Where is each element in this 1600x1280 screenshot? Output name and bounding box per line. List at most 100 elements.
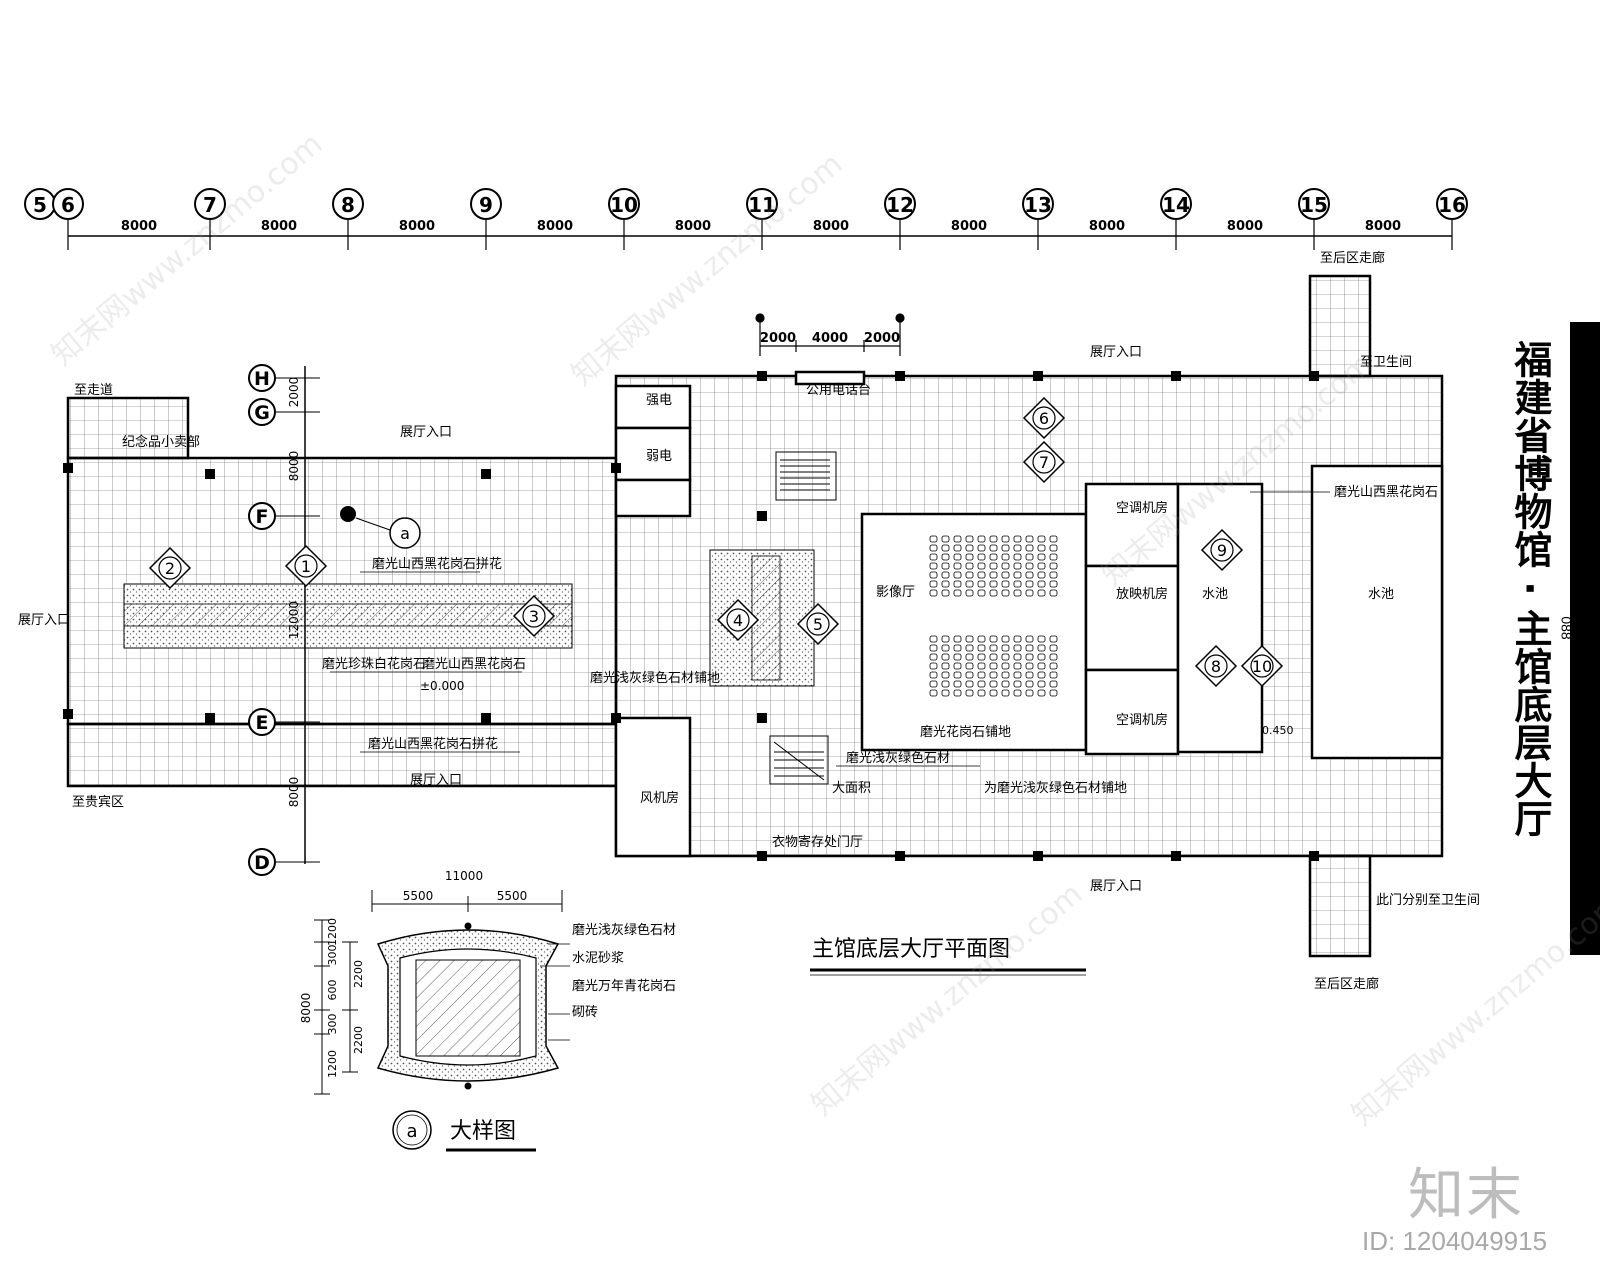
stair-north bbox=[775, 451, 837, 501]
svg-text:H: H bbox=[254, 368, 270, 390]
label-entrance-bottom-right: 展厅入口 bbox=[1090, 879, 1142, 894]
weak-power-room bbox=[614, 426, 692, 482]
svg-text:16: 16 bbox=[1438, 193, 1466, 217]
cinema-seat bbox=[1037, 562, 1046, 570]
label-projector: 放映机房 bbox=[1116, 586, 1168, 602]
label-cinema: 影像厅 bbox=[876, 585, 915, 600]
cinema-seat bbox=[965, 689, 974, 697]
svg-text:9: 9 bbox=[1217, 541, 1227, 560]
cinema-seat bbox=[1001, 580, 1010, 588]
row-axis-E: E bbox=[248, 708, 276, 736]
cinema-seat bbox=[1001, 644, 1010, 652]
cinema-seat bbox=[1025, 571, 1034, 579]
cinema-seat bbox=[1025, 553, 1034, 561]
cinema-seat bbox=[989, 544, 998, 552]
structural-column bbox=[895, 851, 905, 861]
label-cloakroom: 衣物寄存处门厅 bbox=[772, 834, 863, 850]
cinema-seat bbox=[929, 571, 938, 579]
column-axis-14: 14 bbox=[1160, 188, 1192, 250]
cinema-seat bbox=[1025, 580, 1034, 588]
cinema-seat bbox=[1049, 553, 1058, 561]
cinema-seat bbox=[1025, 535, 1034, 543]
cinema-seat bbox=[941, 653, 950, 661]
cinema-seat bbox=[965, 671, 974, 679]
detail-dim-l3: 600 bbox=[326, 980, 339, 1001]
elevation-main: ±0.000 bbox=[420, 679, 464, 693]
cinema-seat bbox=[953, 635, 962, 643]
cinema-seat bbox=[1037, 571, 1046, 579]
cinema-seat bbox=[989, 580, 998, 588]
cinema-seat bbox=[941, 644, 950, 652]
cinema-seat bbox=[1013, 535, 1022, 543]
cinema-seat bbox=[989, 562, 998, 570]
cinema-seat bbox=[989, 571, 998, 579]
cinema-seat bbox=[953, 680, 962, 688]
pool-room-west bbox=[1176, 482, 1264, 754]
structural-column bbox=[1309, 851, 1319, 861]
cinema-seat bbox=[1037, 653, 1046, 661]
detail-dim-half-1: 5500 bbox=[403, 889, 434, 903]
label-back-corridor-top: 至后区走廊 bbox=[1320, 250, 1385, 266]
cinema-seat bbox=[1037, 671, 1046, 679]
east-corridor-north bbox=[1308, 274, 1372, 378]
cinema-seat bbox=[1001, 680, 1010, 688]
span-dim: 8000 bbox=[261, 219, 297, 234]
material-label-group: 磨光山西黑花岗石拼花 磨光珍珠白花岗石 磨光山西黑花岗石 磨光山西黑花岗石拼花 … bbox=[322, 484, 1438, 796]
cinema-seat bbox=[1013, 571, 1022, 579]
svg-text:1: 1 bbox=[301, 557, 311, 576]
cinema-seat bbox=[1025, 589, 1034, 597]
cinema-seat bbox=[953, 571, 962, 579]
cinema-seat bbox=[929, 662, 938, 670]
cinema-seat bbox=[1025, 689, 1034, 697]
cinema-seat bbox=[977, 635, 986, 643]
cinema-seat bbox=[1013, 580, 1022, 588]
cinema-seat bbox=[1013, 635, 1022, 643]
row-axis-F: F bbox=[248, 502, 276, 530]
cinema-seat bbox=[1037, 662, 1046, 670]
area-label: 大面积 bbox=[832, 781, 871, 796]
cinema-seat bbox=[989, 589, 998, 597]
cinema-seat bbox=[965, 580, 974, 588]
cinema-seat bbox=[1013, 680, 1022, 688]
cinema-seat bbox=[989, 671, 998, 679]
svg-text:13: 13 bbox=[1024, 193, 1052, 217]
cinema-seat bbox=[1049, 644, 1058, 652]
svg-text:10: 10 bbox=[1252, 657, 1272, 676]
cinema-seat bbox=[1037, 589, 1046, 597]
cinema-seat-group bbox=[929, 535, 1058, 697]
material-2: 磨光珍珠白花岗石 bbox=[322, 656, 426, 672]
structural-column-group bbox=[63, 371, 1319, 861]
title-block-bar bbox=[1570, 322, 1600, 955]
structural-column bbox=[757, 371, 767, 381]
stair-south bbox=[769, 735, 829, 785]
structural-column bbox=[757, 851, 767, 861]
svg-text:F: F bbox=[256, 506, 269, 528]
sub-dim-3: 2000 bbox=[864, 331, 900, 346]
section-marker-6: 6 bbox=[1022, 396, 1066, 440]
cinema-seat bbox=[977, 571, 986, 579]
detail-label-4: 砌砖 bbox=[572, 1005, 598, 1020]
cinema-seat bbox=[965, 662, 974, 670]
cinema-seat bbox=[977, 562, 986, 570]
label-fan-room: 风机房 bbox=[640, 790, 679, 806]
svg-text:12: 12 bbox=[886, 193, 914, 217]
west-hall-north-bay bbox=[66, 396, 190, 460]
cinema-seat bbox=[1001, 653, 1010, 661]
column-axis-12: 12 bbox=[884, 188, 916, 250]
column-axis-15: 15 bbox=[1298, 188, 1330, 250]
cinema-seat bbox=[965, 562, 974, 570]
material-3: 磨光山西黑花岗石 bbox=[422, 656, 526, 672]
detail-dim-left: 8000 bbox=[299, 993, 313, 1024]
cinema-seat bbox=[977, 553, 986, 561]
section-marker-1: 1 bbox=[284, 544, 328, 588]
detail-drawing bbox=[314, 890, 570, 1095]
cinema-seat bbox=[941, 571, 950, 579]
row-axis-D: D bbox=[248, 848, 276, 876]
cinema-seat bbox=[1025, 644, 1034, 652]
structural-column bbox=[1171, 851, 1181, 861]
east-corridor-south bbox=[1308, 854, 1372, 958]
column-axis-13: 13 bbox=[1022, 188, 1054, 250]
room-group bbox=[614, 370, 1444, 858]
cinema-seat bbox=[965, 635, 974, 643]
